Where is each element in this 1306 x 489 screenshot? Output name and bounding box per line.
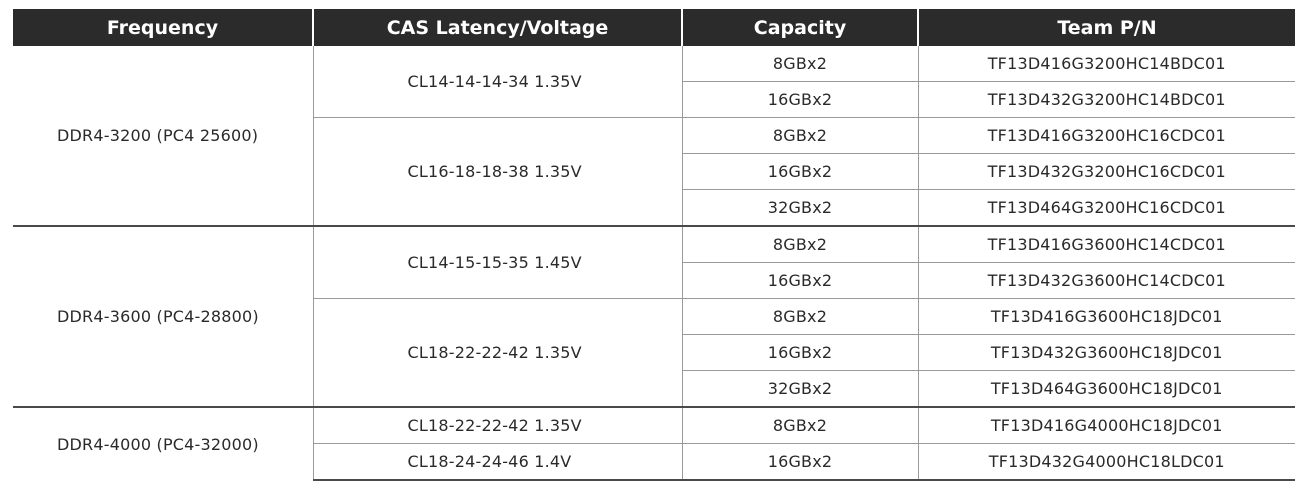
header-cas-latency-voltage: CAS Latency/Voltage	[312, 9, 682, 46]
capacity-cell: 16GBx2	[681, 443, 918, 481]
table-row: 16GBx2 TF13D432G3600HC14CDC01	[13, 262, 1295, 299]
latency-cell: CL16-18-18-38 1.35V	[312, 117, 682, 226]
capacity-cell: 8GBx2	[681, 298, 918, 335]
table-body: DDR4-3200 (PC4 25600) CL14-14-14-34 1.35…	[13, 46, 1295, 481]
table-row: 32GBx2 TF13D464G3600HC18JDC01	[13, 370, 1295, 407]
table-row: CL18-24-24-46 1.4V 16GBx2 TF13D432G4000H…	[13, 443, 1295, 481]
latency-cell: CL18-24-24-46 1.4V	[312, 443, 682, 481]
frequency-cell: DDR4-3200 (PC4 25600)	[57, 126, 259, 145]
part-number-cell: TF13D464G3600HC18JDC01	[917, 370, 1295, 407]
part-number-cell: TF13D464G3200HC16CDC01	[917, 189, 1295, 226]
part-number-cell: TF13D416G3600HC18JDC01	[917, 298, 1295, 335]
table-row: CL18-22-22-42 1.35V 8GBx2 TF13D416G3600H…	[13, 298, 1295, 407]
table-row: 16GBx2 TF13D432G3600HC18JDC01	[13, 334, 1295, 371]
frequency-cell: DDR4-3600 (PC4-28800)	[13, 225, 313, 407]
capacity-cell: 8GBx2	[681, 117, 918, 154]
part-number-cell: TF13D416G4000HC18JDC01	[917, 406, 1295, 444]
part-number-cell: TF13D432G3200HC16CDC01	[917, 153, 1295, 190]
header-row: Frequency CAS Latency/Voltage Capacity T…	[13, 9, 1295, 46]
table-row: 32GBx2 TF13D464G3200HC16CDC01	[13, 189, 1295, 226]
header-capacity: Capacity	[681, 9, 918, 46]
capacity-cell: 16GBx2	[681, 262, 918, 299]
capacity-cell: 8GBx2	[681, 225, 918, 263]
table-row: 16GBx2 TF13D432G3200HC14BDC01	[13, 81, 1295, 118]
capacity-cell: 16GBx2	[681, 153, 918, 190]
part-number-cell: TF13D432G3200HC14BDC01	[917, 81, 1295, 118]
header-frequency: Frequency	[13, 9, 313, 46]
frequency-cell: DDR4-4000 (PC4-32000)	[13, 406, 313, 480]
capacity-cell: 16GBx2	[681, 334, 918, 371]
table-row: 16GBx2 TF13D432G3200HC16CDC01	[13, 153, 1295, 190]
capacity-cell: 8GBx2	[681, 46, 918, 82]
memory-spec-table: Frequency CAS Latency/Voltage Capacity T…	[13, 9, 1295, 481]
latency-cell: CL14-15-15-35 1.45V	[312, 225, 682, 299]
capacity-cell: 32GBx2	[681, 189, 918, 226]
capacity-cell: 16GBx2	[681, 81, 918, 118]
latency-cell: CL14-14-14-34 1.35V	[312, 46, 682, 118]
part-number-cell: TF13D416G3200HC16CDC01	[917, 117, 1295, 154]
latency-cell: CL18-22-22-42 1.35V	[312, 298, 682, 407]
table-row: DDR4-3600 (PC4-28800) CL14-15-15-35 1.45…	[13, 225, 1295, 407]
capacity-cell: 32GBx2	[681, 370, 918, 407]
table-row: CL16-18-18-38 1.35V 8GBx2 TF13D416G3200H…	[13, 117, 1295, 226]
part-number-cell: TF13D416G3600HC14CDC01	[917, 225, 1295, 263]
latency-cell: CL18-22-22-42 1.35V	[312, 406, 682, 444]
table-row: DDR4-3200 (PC4 25600) CL14-14-14-34 1.35…	[13, 46, 1295, 145]
part-number-cell: TF13D432G3600HC14CDC01	[917, 262, 1295, 299]
table-header: Frequency CAS Latency/Voltage Capacity T…	[13, 9, 1295, 46]
capacity-cell: 8GBx2	[681, 406, 918, 444]
part-number-cell: TF13D416G3200HC14BDC01	[917, 46, 1295, 82]
part-number-cell: TF13D432G3600HC18JDC01	[917, 334, 1295, 371]
table-row: DDR4-4000 (PC4-32000) CL18-22-22-42 1.35…	[13, 406, 1295, 480]
header-team-pn: Team P/N	[917, 9, 1295, 46]
part-number-cell: TF13D432G4000HC18LDC01	[917, 443, 1295, 481]
